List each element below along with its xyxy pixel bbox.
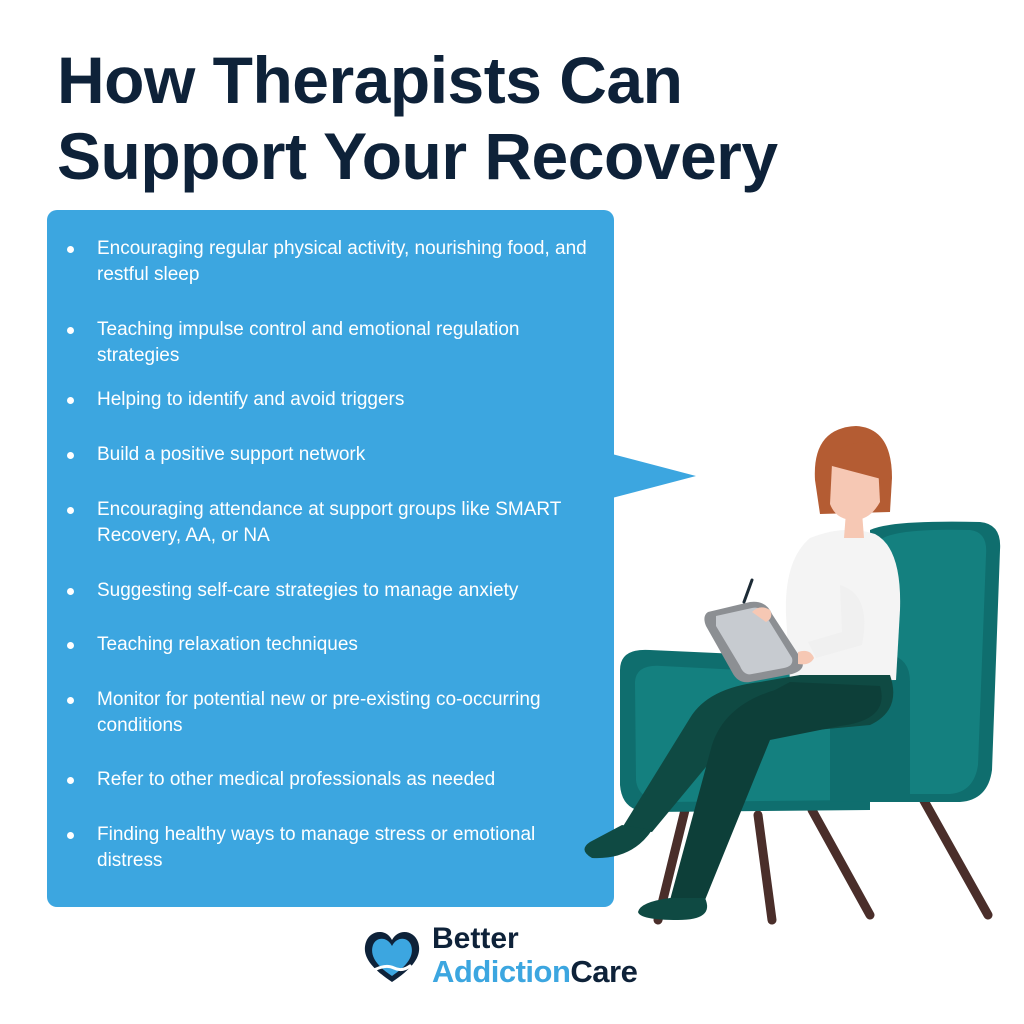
title-line-2: Support Your Recovery: [57, 119, 778, 193]
support-list: Encouraging regular physical activity, n…: [47, 210, 614, 907]
list-item: Monitor for potential new or pre-existin…: [67, 687, 597, 739]
list-item: Build a positive support network: [67, 442, 597, 468]
bullet-icon: [67, 832, 74, 839]
bullet-icon: [67, 327, 74, 334]
list-item: Teaching relaxation techniques: [67, 632, 597, 658]
brand-logo: Better AddictionCare: [360, 922, 680, 994]
bullet-icon: [67, 642, 74, 649]
title-line-1: How Therapists Can: [57, 43, 683, 117]
list-item: Helping to identify and avoid triggers: [67, 387, 597, 413]
therapist-illustration: [584, 426, 1001, 925]
list-item: Finding healthy ways to manage stress or…: [67, 822, 597, 874]
clipboard: [704, 601, 803, 683]
list-item: Encouraging attendance at support groups…: [67, 497, 597, 549]
list-item: Encouraging regular physical activity, n…: [67, 236, 597, 288]
bullet-icon: [67, 452, 74, 459]
logo-word-better: Better: [432, 922, 519, 955]
bullet-icon: [67, 397, 74, 404]
bullet-icon: [67, 507, 74, 514]
bullet-icon: [67, 777, 74, 784]
logo-word-addiction: Addiction: [432, 954, 571, 989]
speech-bubble-tail: [612, 454, 696, 498]
page-title: How Therapists Can Support Your Recovery: [57, 42, 957, 194]
logo-word-addiction-care: AddictionCare: [432, 954, 638, 990]
speech-bubble: Encouraging regular physical activity, n…: [47, 210, 614, 907]
list-item: Refer to other medical professionals as …: [67, 767, 597, 793]
bullet-icon: [67, 697, 74, 704]
heart-hand-icon: [364, 931, 420, 982]
legs: [584, 675, 894, 920]
bullet-icon: [67, 246, 74, 253]
list-item: Teaching impulse control and emotional r…: [67, 317, 597, 369]
list-item: Suggesting self-care strategies to manag…: [67, 578, 597, 604]
logo-word-care: Care: [570, 954, 638, 989]
bullet-icon: [67, 588, 74, 595]
